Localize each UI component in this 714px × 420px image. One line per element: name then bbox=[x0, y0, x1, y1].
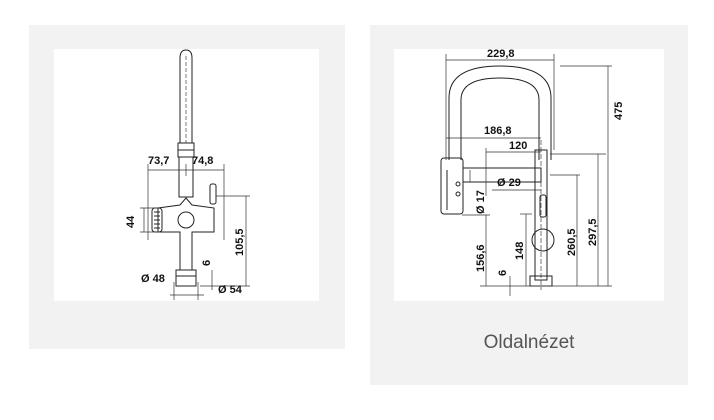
side-view-labels: 229,8 475 186,8 120 Ø 17 Ø 29 297,5 260,… bbox=[475, 48, 625, 276]
side-view-dimensions bbox=[445, 54, 612, 296]
dim-105-5: 105,5 bbox=[234, 228, 246, 256]
dim-297-5: 297,5 bbox=[587, 218, 599, 246]
dim-73-7: 73,7 bbox=[148, 155, 169, 167]
side-view-caption: Oldalnézet bbox=[483, 332, 575, 353]
dim-diameter-48: Ø 48 bbox=[141, 273, 165, 285]
dim-6: 6 bbox=[201, 260, 213, 266]
dim-156-6: 156,6 bbox=[475, 244, 487, 272]
side-view-drawing bbox=[440, 65, 555, 290]
dim-148: 148 bbox=[514, 242, 526, 260]
side-knob bbox=[531, 228, 555, 252]
dim-side-6: 6 bbox=[497, 270, 509, 276]
dim-diameter-17: Ø 17 bbox=[475, 190, 487, 214]
front-view-drawing bbox=[151, 49, 217, 287]
front-cross bbox=[157, 197, 215, 271]
dim-260-5: 260,5 bbox=[566, 228, 578, 256]
front-base bbox=[175, 269, 197, 287]
dim-74-8: 74,8 bbox=[192, 155, 213, 167]
dim-diameter-54: Ø 54 bbox=[218, 284, 243, 296]
front-spout bbox=[179, 49, 193, 150]
dim-diameter-29: Ø 29 bbox=[497, 177, 521, 189]
side-spray-head bbox=[440, 157, 464, 215]
dim-44: 44 bbox=[125, 215, 137, 228]
front-body bbox=[178, 156, 194, 198]
front-view-panel bbox=[54, 49, 319, 301]
dim-229-8: 229,8 bbox=[487, 48, 515, 60]
dim-120: 120 bbox=[509, 140, 527, 152]
dim-186-8: 186,8 bbox=[484, 125, 512, 137]
dim-475: 475 bbox=[613, 102, 625, 120]
front-view-labels: 73,7 74,8 44 105,5 6 Ø 48 Ø 54 bbox=[125, 155, 246, 296]
side-view-panel bbox=[394, 49, 664, 301]
front-view-dimensions bbox=[140, 164, 250, 300]
front-lever bbox=[209, 183, 217, 205]
side-gooseneck bbox=[448, 65, 552, 160]
